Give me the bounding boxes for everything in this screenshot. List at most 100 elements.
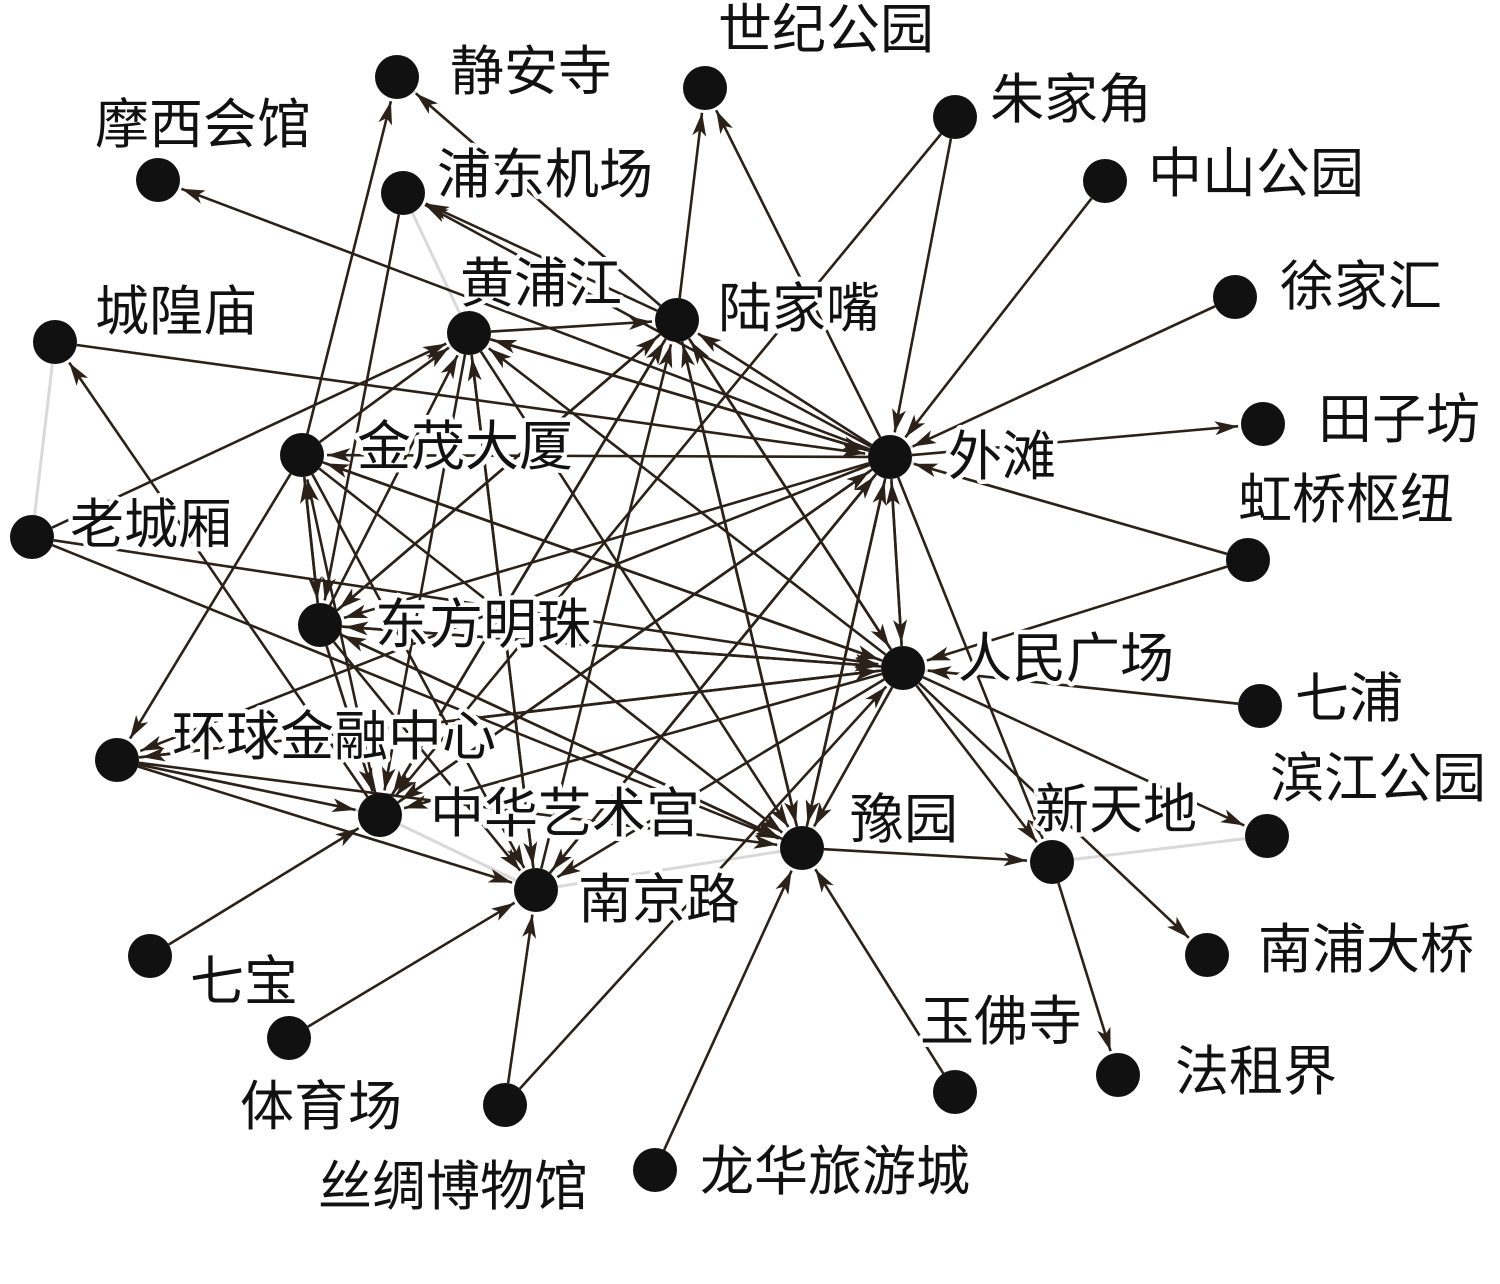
directed-edge [307,901,516,1028]
directed-edge [305,479,377,794]
directed-edge [325,645,374,792]
node-label: 老城厢 [70,493,232,556]
node-dot [1238,684,1282,728]
directed-edge [1057,882,1112,1052]
node-label: 世纪公园 [718,0,934,61]
node-label: 豫园 [850,788,958,851]
node-dot [933,1070,977,1114]
directed-edge [68,361,369,798]
node-dot [1083,159,1127,203]
node-chenghuangmiao: 城隍庙 [33,276,262,364]
node-sichoubowuguan: 丝绸博物馆 [314,1083,593,1223]
directed-edge [697,332,873,447]
edge-layer [51,92,1245,1151]
node-label: 虹桥枢纽 [1238,468,1454,531]
directed-edge [823,847,1028,867]
node-label: 人民广场 [958,627,1174,690]
directed-edge [548,475,876,874]
node-label: 黄浦江 [460,252,622,315]
node-binjianggongyuan: 滨江公园 [1245,743,1491,858]
directed-edge [326,448,869,463]
node-label: 田子坊 [1318,388,1480,451]
directed-edge [678,112,707,299]
directed-edge [168,826,360,946]
directed-edge [335,335,659,612]
node-label: 陆家嘴 [718,277,880,340]
directed-edge [814,868,945,1075]
directed-edge [137,765,513,884]
directed-edge [306,100,393,435]
directed-edge [904,197,1093,439]
node-dot [1245,814,1289,858]
directed-edge [813,686,894,827]
directed-edge [687,337,891,648]
node-laochengxiang: 老城厢 [10,489,237,561]
directed-edge [805,481,887,827]
node-jingansi: 静安寺 [375,36,617,108]
node-moxihuiguan: 摩西会馆 [91,89,316,202]
node-dot [298,603,342,647]
node-nanpudaqiao: 南浦大桥 [1185,914,1479,986]
directed-edge [518,685,888,1090]
directed-edge [138,763,356,812]
node-label: 外滩 [948,425,1056,488]
directed-edge [319,346,450,444]
directed-edge [915,684,1038,843]
directed-edge [681,344,799,827]
directed-edge [912,305,1216,448]
node-label: 南京路 [578,868,740,931]
node-dot [280,433,324,477]
directed-edge [342,634,783,840]
node-dot [1096,1053,1140,1097]
node-label: 摩西会馆 [95,93,311,156]
directed-edge [51,342,447,529]
node-dot [1030,840,1074,884]
node-pudongjichang: 浦东机场 [381,139,658,215]
node-dot [10,515,54,559]
node-label: 中山公园 [1148,142,1364,205]
directed-edge [76,343,866,458]
directed-edge [128,473,292,740]
directed-edge [490,316,653,333]
node-label: 徐家汇 [1280,255,1442,318]
node-label: 丝绸博物馆 [318,1155,588,1218]
node-dot [136,158,180,202]
node-label: 浦东机场 [437,143,653,206]
directed-edge [332,641,522,872]
node-jinmaodasha: 金茂大厦 [280,411,578,483]
directed-edge [180,187,870,451]
directed-edge [381,354,467,791]
directed-edge [51,543,780,840]
node-lujiazui: 陆家嘴 [655,273,885,345]
directed-edge [403,672,883,810]
directed-edge [913,462,1228,556]
node-dot [358,793,402,837]
faint-edge [411,212,461,314]
node-label: 七浦 [1295,667,1403,730]
node-hongqiaoshuniu: 虹桥枢纽 [1226,464,1459,582]
directed-edge [715,109,882,438]
directed-edge [425,202,658,312]
node-dot [128,934,172,978]
node-label: 滨江公园 [1270,747,1486,810]
node-label: 金茂大厦 [357,415,573,478]
faint-edge [33,363,54,516]
faint-edge [557,849,781,889]
directed-edge [341,625,879,672]
node-zhongshangongyuan: 中山公园 [1083,138,1369,210]
directed-edge [138,666,879,759]
directed-edge [662,870,793,1151]
directed-edge [322,214,401,601]
node-label: 中华艺术宫 [430,782,700,845]
directed-edge [506,914,536,1084]
node-huangpujiang: 黄浦江 [447,248,627,355]
node-huanqiujinrongzhongxin: 环球金融中心 [95,701,501,782]
directed-edge [53,539,879,668]
directed-edge [927,666,1239,705]
faint-edge [1073,837,1246,861]
node-qibao: 七宝 [128,934,303,1018]
node-dot [95,738,139,782]
directed-edge [479,350,790,828]
node-label: 东方明珠 [375,593,591,656]
